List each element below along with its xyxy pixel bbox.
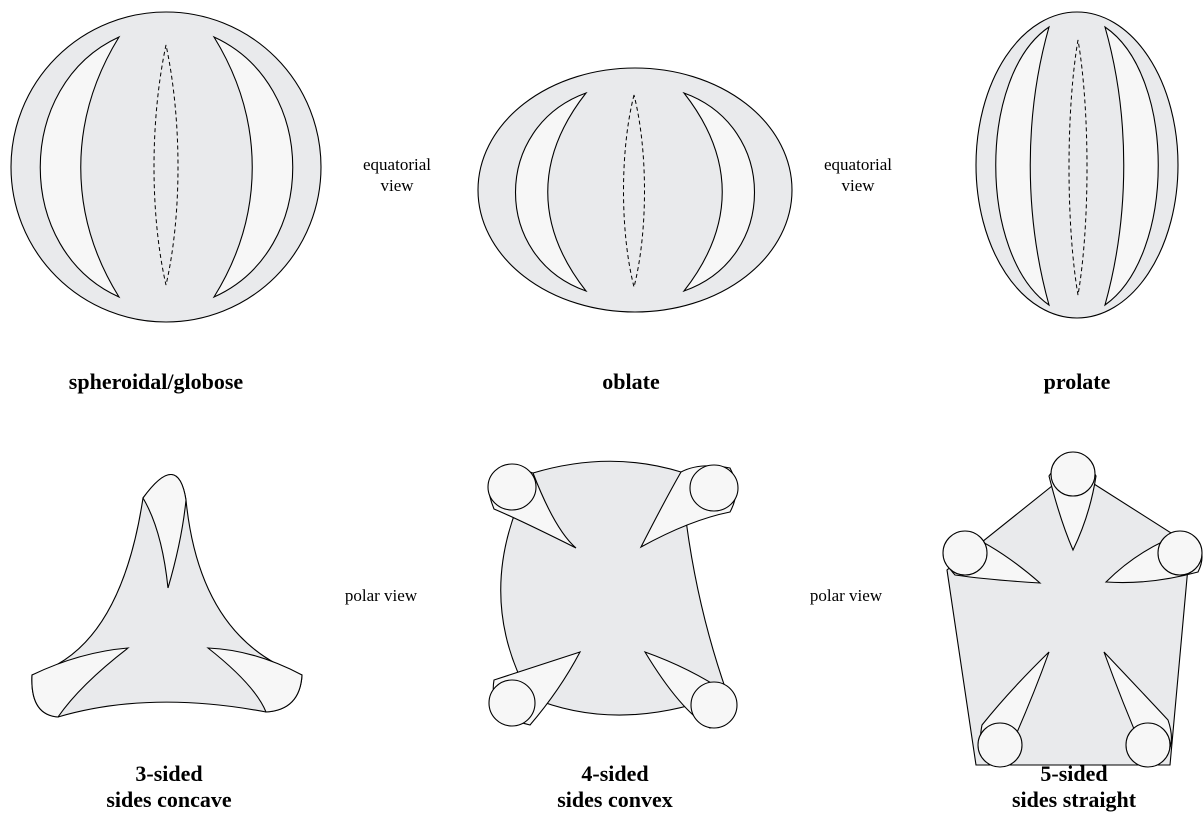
four-sided-knob-tr: [690, 465, 738, 511]
prolate-grain: [976, 12, 1178, 318]
equatorial-view-label-3: equatorial: [824, 155, 892, 174]
caption-3-sided-line1: 3-sided: [135, 761, 202, 786]
five-sided-knob-left: [943, 531, 987, 575]
four-sided-grain: [488, 461, 738, 728]
equatorial-view-label-4: view: [841, 176, 875, 195]
four-sided-knob-bl: [489, 680, 535, 726]
spheroidal-grain: [11, 12, 321, 322]
caption-5-sided-line1: 5-sided: [1040, 761, 1107, 786]
four-sided-knob-br: [691, 682, 737, 728]
five-sided-grain: [943, 452, 1202, 767]
equatorial-view-label-1: equatorial: [363, 155, 431, 174]
five-sided-knob-br: [1126, 723, 1170, 767]
caption-prolate: prolate: [1044, 369, 1111, 394]
three-sided-grain: [32, 474, 302, 717]
caption-5-sided-line2: sides straight: [1012, 787, 1137, 812]
caption-4-sided-line1: 4-sided: [581, 761, 648, 786]
caption-4-sided-line2: sides convex: [557, 787, 673, 812]
five-sided-knob-top: [1051, 452, 1095, 496]
polar-view-label-2: polar view: [810, 586, 883, 605]
polar-view-label-1: polar view: [345, 586, 418, 605]
equatorial-view-label-2: view: [380, 176, 414, 195]
oblate-grain: [478, 68, 792, 312]
caption-3-sided-line2: sides concave: [106, 787, 232, 812]
five-sided-knob-bl: [978, 723, 1022, 767]
four-sided-knob-tl: [488, 464, 536, 510]
five-sided-knob-right: [1158, 531, 1202, 575]
caption-oblate: oblate: [602, 369, 660, 394]
caption-spheroidal: spheroidal/globose: [69, 369, 244, 394]
